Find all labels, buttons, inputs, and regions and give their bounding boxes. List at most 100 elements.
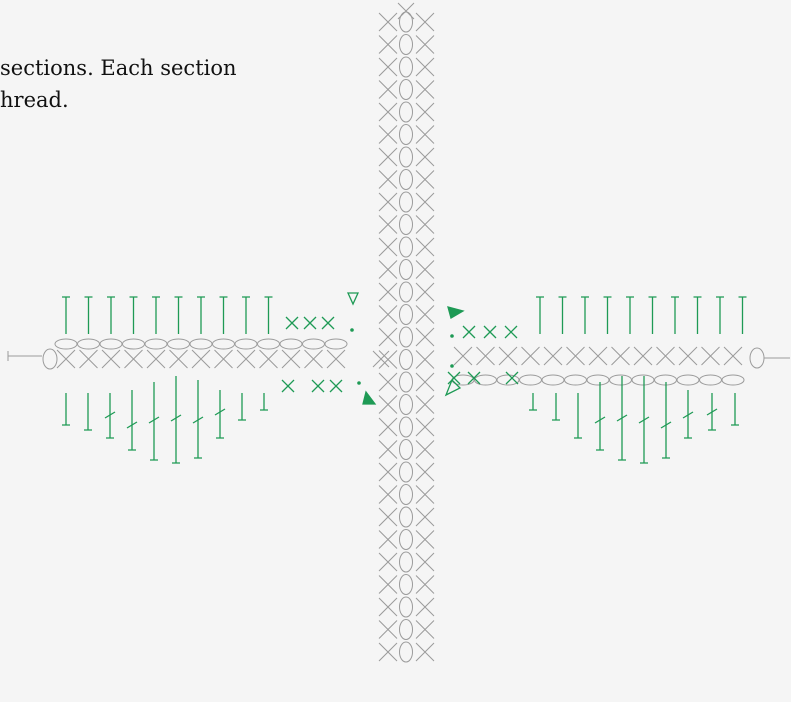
stitch-tick	[126, 421, 138, 429]
chain-oval	[77, 338, 100, 350]
double-crochet-t	[84, 393, 92, 431]
single-crochet-x	[415, 282, 435, 302]
chain-oval	[399, 259, 413, 280]
double-crochet-t	[172, 376, 180, 464]
double-crochet-t	[150, 382, 158, 461]
stitch-tick	[170, 414, 182, 422]
single-crochet-x	[498, 346, 518, 366]
single-crochet-x	[378, 35, 398, 54]
single-crochet-x	[415, 125, 435, 144]
single-crochet-x	[521, 346, 540, 366]
chain-oval	[399, 641, 413, 663]
single-crochet-x	[415, 350, 435, 369]
chain-oval	[144, 338, 168, 350]
slip-stitch-dot	[450, 364, 454, 368]
chain-oval	[519, 374, 542, 386]
single-crochet-x	[483, 325, 497, 339]
single-crochet-x	[378, 350, 398, 369]
single-crochet-x	[378, 170, 398, 189]
double-crochet-t	[738, 296, 747, 334]
single-crochet-x	[378, 642, 398, 662]
chain-oval	[54, 338, 78, 350]
gray-stitches	[7, 2, 790, 663]
single-crochet-x	[415, 417, 435, 437]
chain-oval	[496, 374, 520, 386]
chain-oval	[586, 374, 610, 386]
slip-stitch-dot	[350, 328, 354, 332]
single-crochet-x	[101, 349, 121, 369]
single-crochet-x	[281, 379, 295, 393]
double-crochet-t	[260, 393, 268, 411]
double-crochet-t	[684, 390, 692, 439]
single-crochet-x	[505, 371, 519, 385]
single-crochet-x	[611, 346, 630, 366]
chain-oval	[399, 124, 413, 145]
single-crochet-x	[56, 349, 76, 369]
chain-oval	[399, 169, 413, 190]
end-arrow	[444, 378, 462, 397]
chain-oval	[399, 349, 413, 370]
single-crochet-x	[415, 12, 435, 32]
single-crochet-x	[236, 349, 256, 369]
single-crochet-x	[378, 102, 398, 122]
single-crochet-x	[415, 552, 435, 572]
single-crochet-x	[378, 260, 398, 279]
single-crochet-x	[415, 35, 435, 54]
chain-oval	[167, 338, 190, 350]
double-crochet-t	[648, 296, 657, 334]
double-crochet-t	[152, 296, 160, 334]
end-chain-oval	[749, 347, 765, 369]
single-crochet-x	[415, 147, 435, 167]
chain-oval	[399, 79, 413, 100]
chain-oval	[399, 304, 413, 325]
intro-line-1: sections. Each section	[0, 56, 237, 80]
single-crochet-x	[415, 530, 435, 549]
single-crochet-x	[321, 316, 335, 330]
chain-oval	[399, 596, 413, 618]
single-crochet-x	[633, 346, 653, 366]
double-crochet-t	[264, 296, 273, 334]
double-crochet-t	[107, 296, 115, 334]
single-crochet-x	[378, 192, 398, 212]
double-crochet-t	[671, 296, 679, 334]
single-crochet-x	[588, 346, 608, 366]
double-crochet-t	[662, 382, 670, 459]
single-crochet-x	[415, 507, 435, 527]
single-crochet-x	[415, 620, 435, 639]
chain-oval	[257, 338, 280, 350]
single-crochet-x	[656, 346, 675, 366]
single-crochet-x	[329, 379, 343, 393]
single-crochet-x	[378, 440, 398, 459]
chain-oval	[399, 56, 413, 78]
chain-oval	[631, 374, 655, 386]
chain-oval	[324, 338, 348, 350]
double-crochet-t	[174, 296, 183, 334]
single-crochet-x	[415, 395, 435, 414]
double-crochet-t	[536, 296, 544, 334]
single-crochet-x	[311, 379, 325, 393]
double-crochet-t	[693, 296, 702, 334]
double-crochet-t	[603, 296, 612, 334]
single-crochet-x	[378, 552, 398, 572]
stitch-tick	[638, 416, 650, 424]
single-crochet-x	[378, 462, 398, 482]
intro-line-2: hread.	[0, 88, 69, 112]
single-crochet-x	[378, 372, 398, 392]
single-crochet-x	[415, 215, 435, 234]
chain-oval	[399, 371, 413, 393]
double-crochet-t	[84, 296, 93, 334]
stitch-tick	[660, 421, 672, 429]
single-crochet-x	[372, 350, 390, 368]
single-crochet-x	[303, 316, 317, 330]
chain-oval	[399, 191, 413, 213]
double-crochet-t	[62, 296, 70, 334]
single-crochet-x	[378, 395, 398, 414]
chain-oval	[399, 529, 413, 550]
double-crochet-t	[219, 296, 228, 334]
chain-oval	[609, 374, 632, 386]
double-crochet-t	[242, 296, 250, 334]
single-crochet-x	[378, 417, 398, 437]
single-crochet-x	[378, 597, 398, 617]
double-crochet-t	[129, 296, 138, 334]
stitch-tick	[706, 408, 718, 416]
